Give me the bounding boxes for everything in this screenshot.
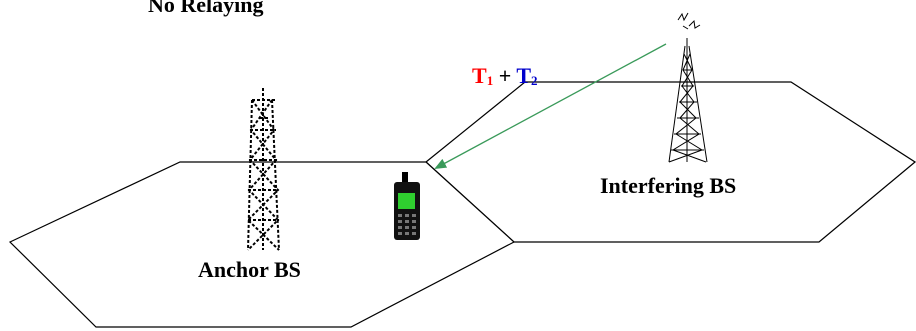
anchor-bs-label: Anchor BS <box>198 257 301 282</box>
anchor-tower-icon <box>246 88 280 251</box>
interfering-tower-icon <box>668 12 708 163</box>
mobile-phone-icon <box>394 172 420 240</box>
interfering-bs-label: Interfering BS <box>600 173 737 198</box>
plus-sign: + <box>498 63 512 88</box>
t2-term: T2 <box>516 63 538 88</box>
t1-term: T1 <box>472 63 494 88</box>
diagram-title: No Relaying <box>148 0 264 17</box>
interfering-cell-hexagon <box>425 81 916 243</box>
signal-formula: T1 + T2 <box>472 63 538 88</box>
interference-arrow <box>434 43 667 169</box>
